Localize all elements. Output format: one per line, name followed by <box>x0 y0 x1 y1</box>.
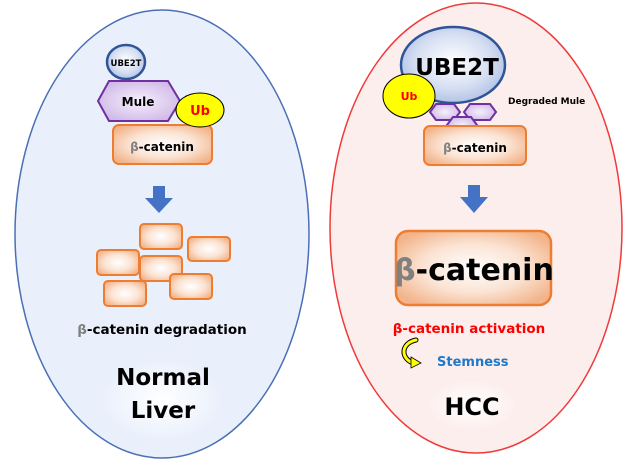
ubiquitin <box>175 92 225 128</box>
ub-label: Ub <box>401 90 418 103</box>
beta-catenin-label: β-catenin <box>443 141 507 155</box>
ube2t-protein <box>105 43 147 81</box>
beta-catenin-activation-label: β-catenin activation <box>393 321 546 337</box>
degraded-mule-label: Degraded Mule <box>508 97 585 107</box>
catenin-fragment <box>139 223 183 250</box>
title-glow <box>427 380 517 430</box>
ub-label: Ub <box>190 104 210 119</box>
beta-catenin-label: β-catenin <box>130 140 194 154</box>
normal-liver-panel: UBE2T Mule β-catenin Ub β-catenin degrad… <box>14 9 310 459</box>
beta-catenin-large-label: β-catenin <box>394 253 554 288</box>
mule-label: Mule <box>122 95 155 109</box>
normal-liver-title-line2: Liver <box>131 398 196 424</box>
normal-liver-title-line1: Normal <box>116 365 210 391</box>
catenin-fragment <box>169 273 213 300</box>
degraded-beta-catenin-fragments <box>96 223 231 307</box>
hcc-panel: UBE2T Degraded Mule Ub β-catenin β-caten… <box>329 2 623 454</box>
mule-fragment <box>462 103 498 121</box>
catenin-fragment <box>103 280 147 307</box>
title-glow <box>102 360 222 440</box>
beta-catenin-accumulated-box <box>394 229 553 307</box>
hcc-title: HCC <box>444 393 499 421</box>
curved-arrow-icon <box>401 337 422 369</box>
catenin-fragment <box>96 249 140 276</box>
down-arrow-icon <box>460 185 488 213</box>
ube2t-label-large: UBE2T <box>415 55 499 81</box>
stemness-label: Stemness <box>437 355 509 370</box>
catenin-fragment <box>187 236 231 262</box>
beta-catenin-complex-box <box>423 125 527 166</box>
ube2t-label: UBE2T <box>111 59 142 69</box>
ubiquitin <box>382 73 436 119</box>
beta-catenin-degradation-label: β-catenin degradation <box>77 322 247 338</box>
down-arrow-icon <box>145 186 173 213</box>
mule-protein <box>96 80 182 122</box>
beta-catenin-complex-box <box>112 124 213 165</box>
